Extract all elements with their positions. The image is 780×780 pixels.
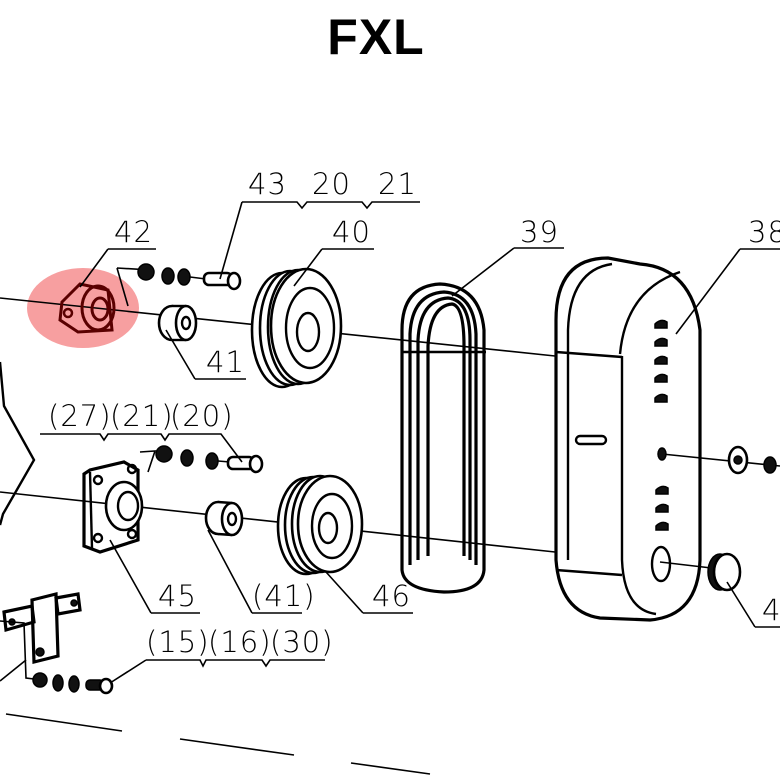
upper-fastener-set (116, 263, 242, 307)
callout-16-paren[interactable]: (16) (208, 625, 272, 659)
callout-30-paren[interactable]: (30) (270, 625, 334, 659)
part-45-flange-bearing[interactable] (82, 460, 144, 554)
callout-43[interactable]: 43 (248, 167, 287, 201)
part-42-bearing-housing[interactable] (58, 282, 116, 334)
callout-42[interactable]: 42 (114, 215, 153, 249)
part-41-collar-lower[interactable] (204, 500, 244, 537)
callout-41[interactable]: 41 (206, 345, 245, 379)
callout-41-paren[interactable]: (41) (252, 579, 316, 613)
part-39-belts[interactable] (400, 282, 486, 594)
frame-edge (0, 361, 36, 526)
callout-46[interactable]: 46 (372, 579, 411, 613)
part-46-pulley[interactable] (276, 474, 364, 576)
part-40-pulley[interactable] (250, 267, 343, 389)
callout-labels: 43 20 21 42 40 39 38 41 (27) (21) (20) 4… (48, 167, 780, 659)
part-38-belt-cover[interactable] (554, 256, 702, 622)
callout-15-paren[interactable]: (15) (146, 625, 210, 659)
bottom-fastener-set (32, 672, 114, 695)
callout-27-paren[interactable]: (27) (48, 399, 112, 433)
callout-4-partial[interactable]: 4 (762, 593, 780, 627)
callout-21-paren[interactable]: (21) (110, 399, 174, 433)
axis-line-right-mid (661, 453, 780, 467)
callout-40[interactable]: 40 (332, 215, 371, 249)
callout-21[interactable]: 21 (378, 167, 417, 201)
diagram-title: FXL (327, 9, 425, 65)
mounting-bracket[interactable] (0, 591, 82, 682)
callout-39[interactable]: 39 (520, 215, 559, 249)
callout-38[interactable]: 38 (748, 215, 780, 249)
callout-45[interactable]: 45 (158, 579, 197, 613)
right-fastener (727, 445, 777, 475)
middle-fastener-set (139, 445, 264, 474)
base-edge-1 (5, 713, 123, 732)
callout-20[interactable]: 20 (312, 167, 351, 201)
part-cap-right[interactable] (707, 552, 742, 592)
callout-leaders (40, 201, 780, 684)
part-41-collar[interactable] (157, 304, 198, 342)
base-edge-2 (179, 738, 295, 756)
base-edge-3 (350, 762, 431, 775)
callout-20-paren[interactable]: (20) (170, 399, 234, 433)
cover-vent-slots-bottom (655, 485, 669, 531)
cover-vent-slots-top (654, 319, 668, 403)
